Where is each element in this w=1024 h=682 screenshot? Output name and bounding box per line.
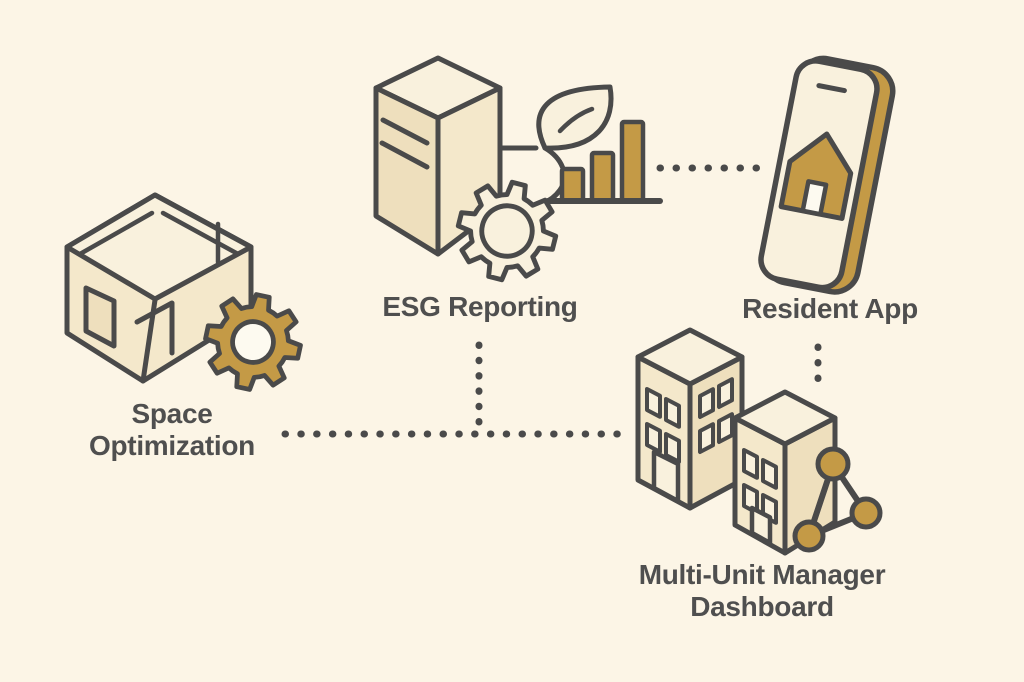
label-line: Space [131,398,213,429]
label-line: Optimization [89,430,255,461]
label-line: ESG Reporting [382,291,578,322]
label-line: Dashboard [690,591,834,622]
label-space-optimization: Space Optimization [89,398,255,462]
label-multi-unit-manager-dashboard: Multi-Unit Manager Dashboard [639,559,886,623]
house-icon [778,131,854,221]
label-esg-reporting: ESG Reporting [382,291,578,323]
smartphone-icon [758,55,896,295]
space-gear-icon [197,286,309,398]
bar-chart-icon [545,119,663,204]
buildings-icon [635,327,838,556]
label-line: Multi-Unit Manager [638,559,886,590]
label-line: Resident App [742,293,918,324]
network-nodes-icon [792,446,883,553]
esg-gear-icon [448,172,566,290]
label-resident-app: Resident App [742,293,918,325]
